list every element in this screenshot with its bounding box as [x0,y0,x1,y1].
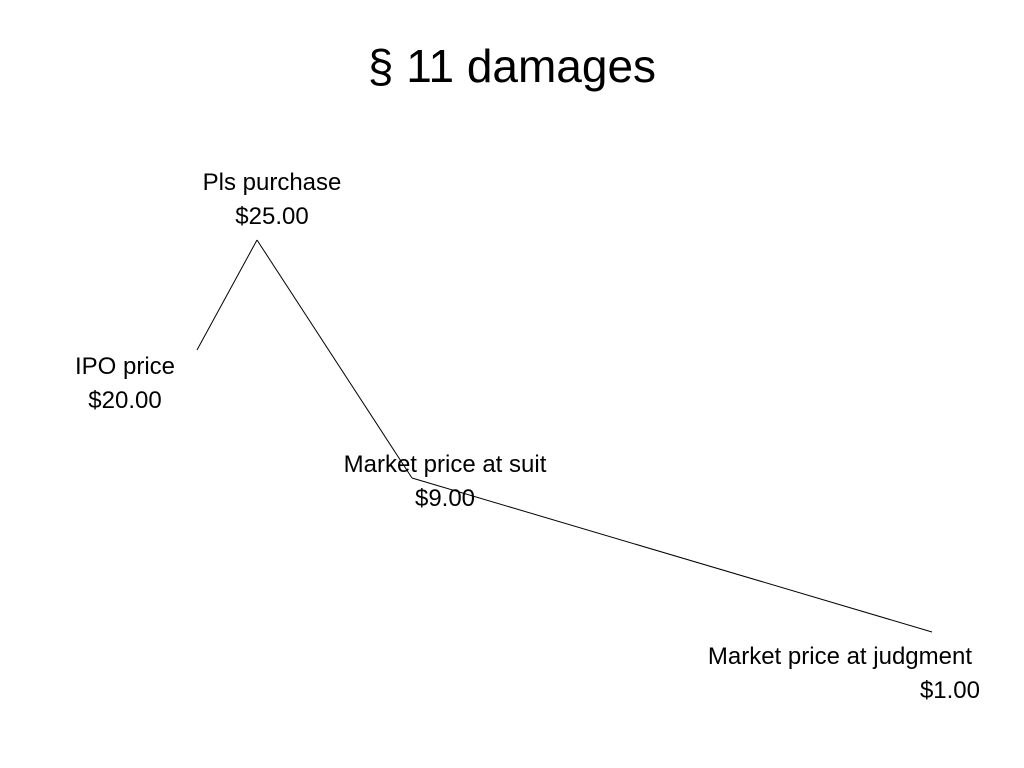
point-value-suit: $9.00 [414,485,476,512]
point-label-purchase: Pls purchase $25.00 [172,166,372,234]
segment-purchase-to-suit [256,239,413,479]
point-name-ipo: IPO price [74,353,176,380]
point-name-purchase: Pls purchase [202,169,342,196]
point-label-judgment: Market price at judgment $1.00 [640,640,980,708]
point-value-judgment: $1.00 [919,677,980,704]
point-value-ipo: $20.00 [88,387,162,414]
point-name-judgment: Market price at judgment [707,643,972,670]
point-name-suit: Market price at suit [343,451,547,478]
point-label-suit: Market price at suit $9.00 [315,448,575,516]
point-value-purchase: $25.00 [235,203,309,230]
slide-title: § 11 damages [367,40,657,92]
segment-ipo-to-purchase [196,239,258,351]
point-label-ipo: IPO price $20.00 [40,350,210,418]
segment-suit-to-judgment [411,477,933,633]
